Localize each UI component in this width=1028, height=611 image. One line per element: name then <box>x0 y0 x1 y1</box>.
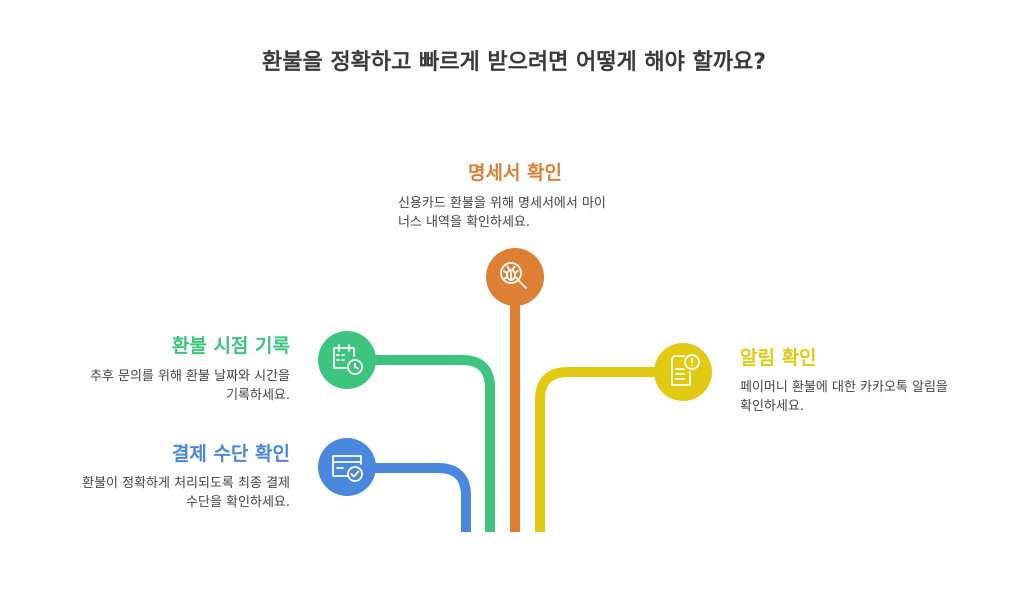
record-time-description: 추후 문의를 위해 환불 날짜와 시간을 기록하세요. <box>40 367 290 405</box>
statement-description-line-1: 신용카드 환불을 위해 명세서에서 마이 <box>398 196 606 211</box>
green-connector-line <box>360 355 495 532</box>
record-time-description-line-1: 추후 문의를 위해 환불 날짜와 시간을 <box>89 369 290 384</box>
notification-description-line-1: 페이머니 환불에 대한 카카오톡 알림을 <box>740 380 948 395</box>
payment-method-icon-badge <box>318 438 376 496</box>
yellow-connector-line <box>535 367 670 532</box>
statement-description: 신용카드 환불을 위해 명세서에서 마이 너스 내역을 확인하세요. <box>398 194 648 232</box>
payment-method-title: 결제 수단 확인 <box>171 443 290 465</box>
payment-method-description-line-1: 환불이 정확하게 처리되도록 최종 결제 <box>82 476 290 491</box>
page-title: 환불을 정확하고 빠르게 받으려면 어떻게 해야 할까요? <box>262 50 766 75</box>
calendar-clock-icon <box>333 344 363 375</box>
bug-magnifier-icon <box>500 262 527 289</box>
payment-method-description-line-2: 수단을 확인하세요. <box>186 495 290 510</box>
statement-title: 명세서 확인 <box>467 162 562 184</box>
notification-description: 페이머니 환불에 대한 카카오톡 알림을 확인하세요. <box>740 378 1010 416</box>
blue-connector-line <box>360 463 471 532</box>
notification-title: 알림 확인 <box>740 347 817 369</box>
notification-description-line-2: 확인하세요. <box>740 399 804 414</box>
statement-icon-badge <box>486 248 544 306</box>
card-check-icon <box>332 455 363 482</box>
notification-icon-badge <box>654 343 712 401</box>
payment-method-description: 환불이 정확하게 처리되도록 최종 결제 수단을 확인하세요. <box>30 474 290 512</box>
record-time-description-line-2: 기록하세요. <box>226 388 290 403</box>
record-time-icon-badge <box>318 331 376 389</box>
record-time-title: 환불 시점 기록 <box>171 335 290 357</box>
statement-description-line-2: 너스 내역을 확인하세요. <box>398 215 530 230</box>
document-alert-icon <box>671 354 700 386</box>
